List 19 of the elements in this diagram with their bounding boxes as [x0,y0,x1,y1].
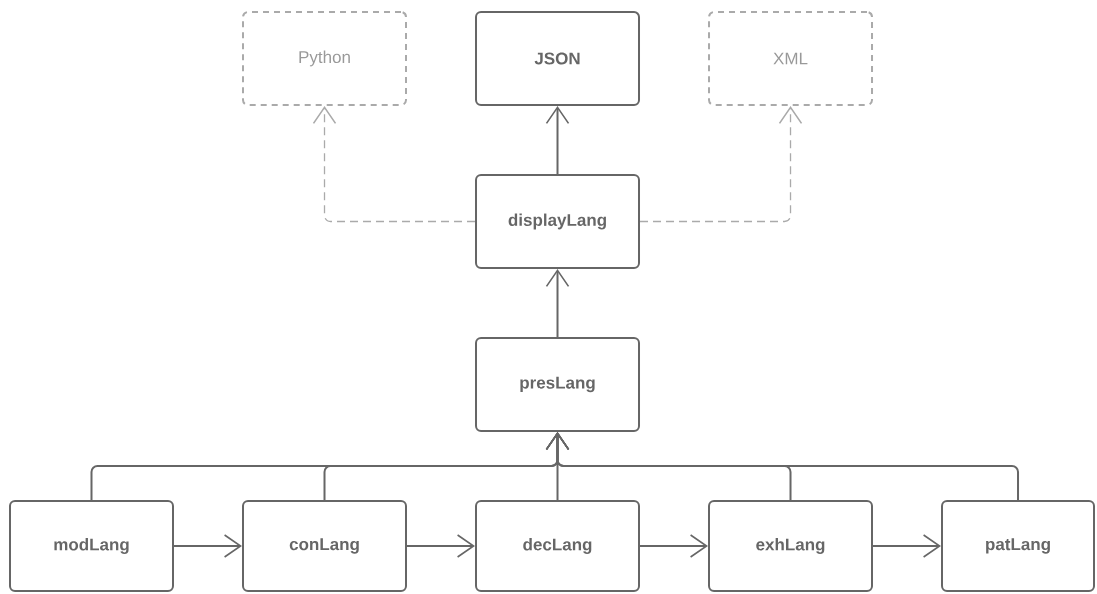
language-box: decLang [475,500,640,592]
language-box: Python [242,11,407,106]
language-box: JSON [475,11,640,106]
language-box: presLang [475,337,640,432]
arrow [173,534,242,558]
language-box: displayLang [475,174,640,269]
language-box: XML [708,11,873,106]
arrow [545,269,570,338]
language-box: modLang [9,500,174,592]
arrow [639,106,803,223]
arrow [545,106,570,175]
arrow [312,106,476,223]
language-box: conLang [242,500,407,592]
language-box: patLang [941,500,1095,592]
arrow [872,534,941,558]
arrow [406,534,475,558]
arrow [545,432,1019,501]
language-box: exhLang [708,500,873,592]
arrow [639,534,708,558]
